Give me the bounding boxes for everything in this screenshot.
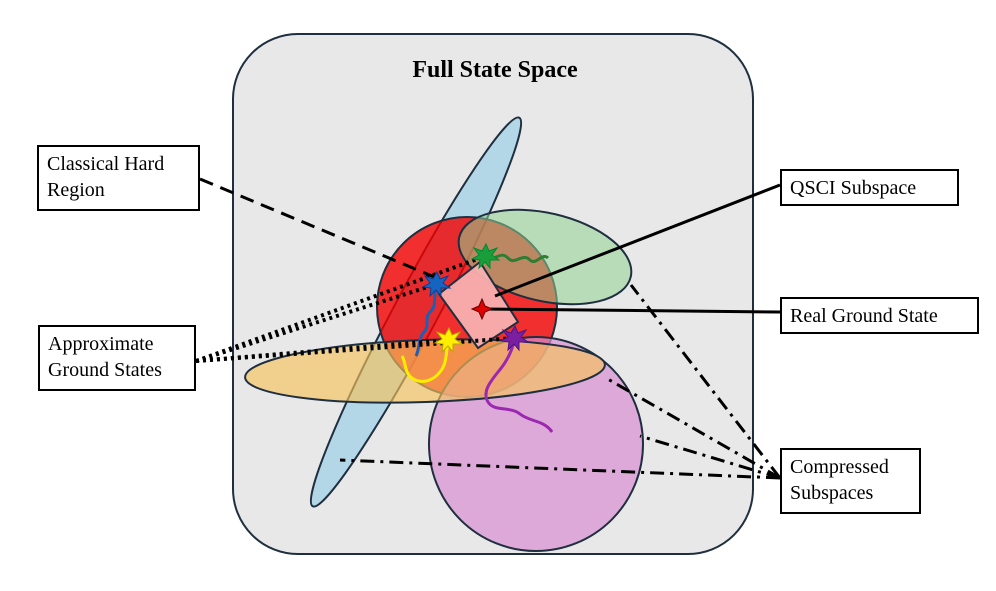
label-approximate-ground-states: Approximate Ground States — [38, 325, 196, 391]
real-ground-state-star — [470, 297, 494, 321]
leaders-approximate-ground-states — [195, 254, 516, 363]
label-compressed-subspaces: Compressed Subspaces — [780, 448, 921, 514]
leader-classical-hard-region — [199, 177, 445, 283]
label-classical-hard-region: Classical Hard Region — [37, 145, 200, 211]
approx-trajectory-green — [485, 253, 550, 263]
approx-trajectory-blue — [414, 284, 439, 357]
approx-trajectory-purple — [484, 337, 554, 433]
approx-trajectory-yellow — [400, 339, 451, 383]
diagram-title: Full State Space — [412, 57, 578, 83]
approx-state-purple-marker — [499, 324, 530, 352]
leader-qsci-subspace — [494, 183, 781, 298]
qsci-subspace-square — [437, 260, 520, 350]
approx-state-green-marker — [470, 242, 501, 270]
label-qsci-subspace: QSCI Subspace — [780, 169, 959, 206]
approx-state-blue-marker — [421, 270, 452, 298]
label-real-ground-state: Real Ground State — [780, 297, 979, 334]
approx-state-yellow-marker — [433, 326, 464, 354]
leaders-compressed-subspaces — [339, 284, 782, 480]
leader-real-ground-state — [481, 307, 781, 314]
compressed-subspace-yellow-ellipse — [244, 338, 606, 404]
